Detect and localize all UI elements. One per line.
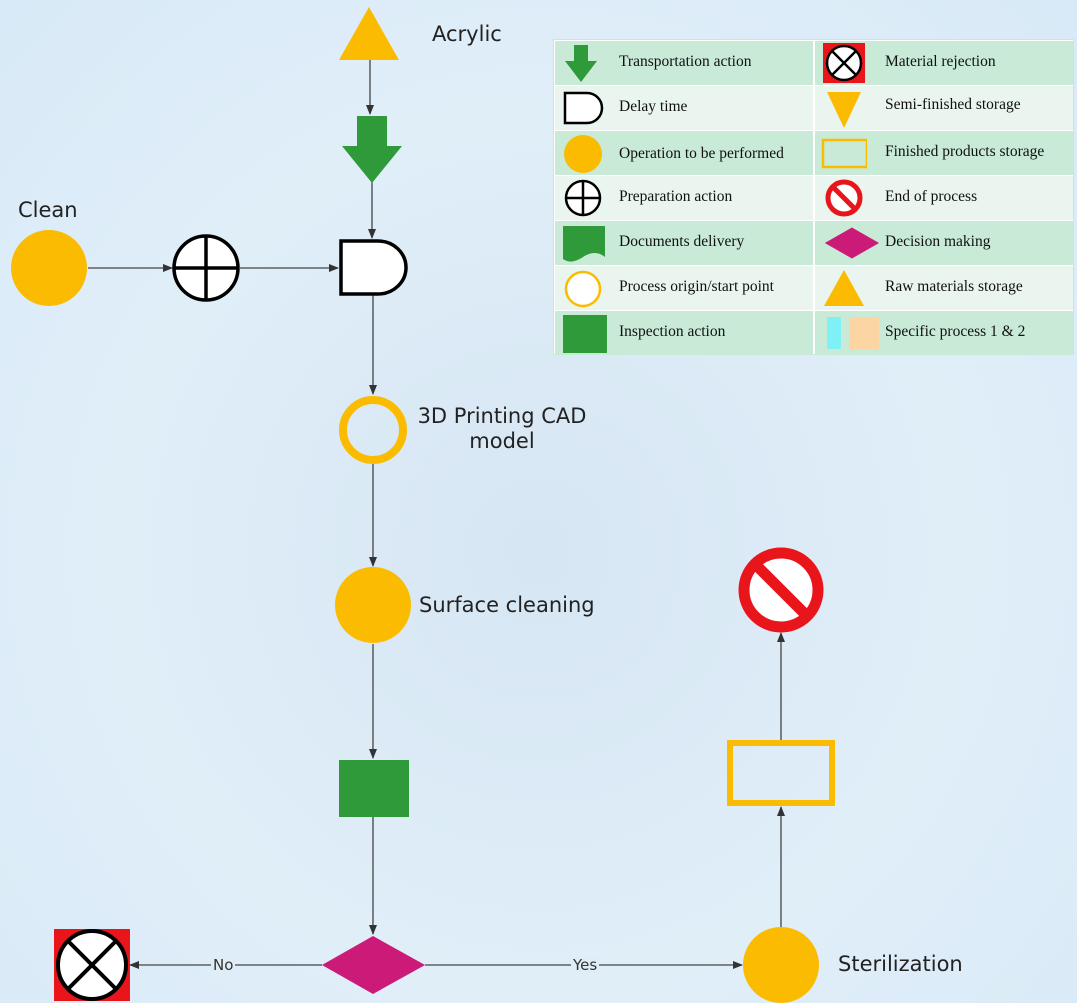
- clean-label: Clean: [18, 198, 78, 222]
- legend-row: Process origin/start point Raw materials…: [555, 266, 1073, 310]
- legend-label: Specific process 1 & 2: [885, 323, 1026, 340]
- preparation-cross-circle-icon: [564, 179, 602, 217]
- legend-label: Inspection action: [619, 323, 726, 340]
- legend-item: Specific process 1 & 2: [815, 311, 1073, 355]
- cad-model-label-line2: model: [469, 429, 535, 454]
- legend-row: Delay time Semi-finished storage: [555, 86, 1073, 130]
- legend-row: Transportation action Material rejection: [555, 41, 1073, 85]
- legend-label: Semi-finished storage: [885, 96, 1021, 113]
- legend-item: Preparation action: [555, 176, 813, 220]
- legend-item: Operation to be performed: [555, 131, 813, 175]
- no-entry-icon: [825, 179, 863, 217]
- finished-products-storage-icon: [727, 740, 835, 806]
- preparation-icon: [172, 234, 240, 302]
- start-ring-icon: [564, 270, 602, 308]
- decision-diamond-icon: [824, 227, 880, 259]
- legend-item: Delay time: [555, 86, 813, 130]
- legend-item: Decision making: [815, 221, 1073, 265]
- legend-item: Finished products storage: [815, 131, 1073, 175]
- edge-label-no: No: [211, 956, 236, 974]
- legend-panel: Transportation action Material rejection…: [553, 39, 1074, 355]
- legend-item: Inspection action: [555, 311, 813, 355]
- legend-item: Transportation action: [555, 41, 813, 85]
- document-icon: [563, 226, 605, 262]
- legend-row: Inspection action Specific process 1 & 2: [555, 311, 1073, 355]
- cad-model-label: 3D Printing CAD model: [416, 404, 588, 454]
- cad-model-label-line1: 3D Printing CAD: [417, 404, 587, 428]
- legend-item: End of process: [815, 176, 1073, 220]
- material-rejection-icon: [54, 929, 130, 1001]
- specific-process-icon: [827, 317, 879, 349]
- legend-label: Decision making: [885, 233, 991, 250]
- acrylic-label: Acrylic: [432, 22, 502, 46]
- legend-label: Preparation action: [619, 188, 733, 205]
- legend-label: Process origin/start point: [619, 278, 774, 295]
- end-of-process-icon: [738, 547, 824, 633]
- legend-item: Semi-finished storage: [815, 86, 1073, 130]
- sterilization-label: Sterilization: [838, 952, 963, 976]
- delay-icon: [339, 239, 408, 296]
- legend-label: Delay time: [619, 98, 688, 115]
- rejection-x-icon: [823, 43, 865, 83]
- legend-label: Transportation action: [619, 53, 752, 70]
- delay-d-icon: [563, 91, 604, 125]
- legend-label: Operation to be performed: [619, 145, 784, 162]
- up-triangle-icon: [824, 270, 864, 306]
- transportation-arrow-icon: [565, 45, 597, 82]
- legend-item: Raw materials storage: [815, 266, 1073, 310]
- inspection-square-icon: [563, 315, 607, 353]
- operation-circle-icon: [564, 135, 602, 173]
- legend-item: Process origin/start point: [555, 266, 813, 310]
- legend-label: Documents delivery: [619, 233, 745, 250]
- legend-label: Finished products storage: [885, 143, 1045, 160]
- legend-item: Documents delivery: [555, 221, 813, 265]
- transportation-arrow-icon: [342, 116, 402, 183]
- edge-label-yes: Yes: [571, 956, 600, 974]
- decision-diamond-icon: [322, 936, 425, 994]
- down-triangle-icon: [827, 92, 861, 128]
- legend-label: Material rejection: [885, 53, 996, 70]
- legend-label: End of process: [885, 188, 978, 205]
- surface-cleaning-operation-icon: [335, 567, 411, 643]
- raw-materials-triangle-icon: [339, 7, 399, 60]
- clean-operation-icon: [11, 230, 87, 306]
- legend-label: Raw materials storage: [885, 278, 1023, 295]
- start-point-ring-icon: [339, 396, 407, 464]
- legend-row: Preparation action End of process: [555, 176, 1073, 220]
- legend-row: Operation to be performed Finished produ…: [555, 131, 1073, 175]
- legend-item: Material rejection: [815, 41, 1073, 85]
- sterilization-operation-icon: [743, 927, 819, 1003]
- inspection-square-icon: [339, 760, 409, 817]
- legend-row: Documents delivery Decision making: [555, 221, 1073, 265]
- finished-rect-icon: [821, 138, 867, 169]
- surface-cleaning-label: Surface cleaning: [419, 593, 595, 617]
